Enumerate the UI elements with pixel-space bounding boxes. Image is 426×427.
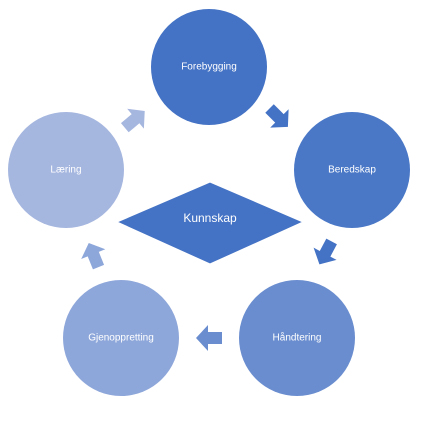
node-label: Gjenoppretting [88, 333, 154, 344]
arrow-gjenoppretting-to-laering [81, 243, 106, 270]
arrow-beredskap-to-handtering [313, 238, 337, 265]
arrow-handtering-to-gjenoppretting [196, 325, 222, 351]
node-forebygging: Forebygging [151, 9, 267, 125]
node-laering: Læring [8, 112, 124, 228]
node-beredskap: Beredskap [294, 112, 410, 228]
center-diamond: Kunnskap [115, 181, 305, 265]
node-label: Beredskap [328, 165, 376, 176]
node-label: Læring [50, 165, 81, 176]
node-handtering: Håndtering [239, 280, 355, 396]
arrow-forebygging-to-beredskap [265, 104, 289, 128]
node-gjenoppretting: Gjenoppretting [63, 280, 179, 396]
center-label: Kunnskap [183, 211, 237, 225]
arrow-laering-to-forebygging [120, 108, 145, 133]
node-label: Forebygging [181, 62, 237, 73]
node-label: Håndtering [273, 332, 322, 344]
